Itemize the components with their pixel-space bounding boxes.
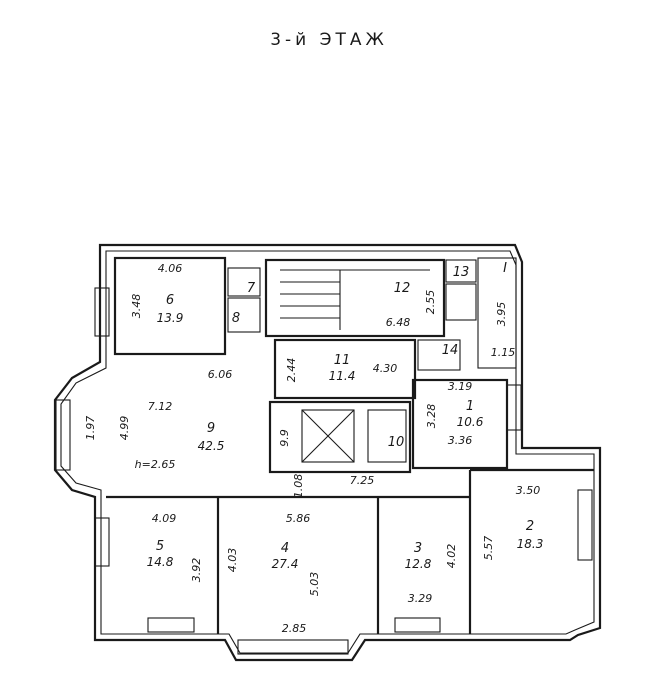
dim-label: 3.48	[130, 294, 143, 319]
dim-label: h=2.65	[135, 458, 176, 471]
room-8-number: 8	[232, 311, 240, 326]
room-4-area: 27.4	[272, 557, 299, 571]
dim-label: 3.92	[190, 558, 203, 583]
dim-label: 3.19	[448, 380, 473, 393]
dim-label: 2.85	[282, 622, 307, 635]
dim-label: 7.12	[148, 400, 173, 413]
room-5-area: 14.8	[147, 555, 174, 569]
dim-label: 4.99	[118, 416, 131, 441]
dim-label: 2.55	[424, 290, 437, 315]
dim-label: 4.06	[158, 262, 183, 275]
dim-label: 5.57	[482, 536, 495, 561]
dim-label: 5.86	[286, 512, 311, 525]
dim-label: 4.30	[373, 362, 398, 375]
room-4-number: 4	[281, 541, 289, 556]
dim-label: 3.28	[425, 404, 438, 429]
dim-label: 4.03	[226, 548, 239, 573]
dim-label: 7.25	[350, 474, 375, 487]
room-12-number: 12	[394, 281, 411, 296]
dim-label: 3.50	[516, 484, 541, 497]
room-1-area: 10.6	[457, 415, 484, 429]
dim-label: 6.06	[208, 368, 233, 381]
dim-label: 1.97	[84, 416, 97, 441]
room-2-number: 2	[526, 519, 534, 534]
dim-label: 4.09	[152, 512, 177, 525]
dim-label: 6.48	[386, 316, 411, 329]
dim-label: 3.29	[408, 592, 433, 605]
dim-label: 1.08	[292, 474, 305, 499]
dim-label: 4.02	[445, 544, 458, 569]
room-13-number: 13	[453, 265, 470, 280]
outer-walls	[53, 243, 602, 662]
dim-label: 3.95	[495, 302, 508, 327]
room-11-area: 11.4	[329, 369, 356, 383]
room-7-number: 7	[247, 281, 256, 296]
dim-label: 2.44	[285, 358, 298, 383]
windows	[55, 287, 593, 655]
room-I-number: I	[503, 261, 507, 276]
room-2-area: 18.3	[517, 537, 544, 551]
room-11-number: 11	[334, 353, 351, 368]
floor-title: 3-й ЭТАЖ	[270, 30, 388, 50]
dim-label: 1.15	[491, 346, 516, 359]
room-labels: 6 13.9 7 8 12 13 I 11 11.4 14 1 10.6 9 4…	[147, 261, 544, 571]
room-5-number: 5	[156, 539, 164, 554]
room-6-number: 6	[166, 293, 174, 308]
dim-label: 5.03	[308, 572, 321, 597]
room-10-number: 10	[388, 435, 405, 450]
room-9-number: 9	[207, 421, 215, 436]
room-3-area: 12.8	[405, 557, 432, 571]
interior-walls	[106, 256, 594, 634]
room-6-area: 13.9	[157, 311, 184, 325]
dim-label: 9.9	[278, 429, 291, 447]
dim-label: 3.36	[448, 434, 473, 447]
room-3-number: 3	[414, 541, 422, 556]
room-14-number: 14	[442, 343, 459, 358]
room-1-number: 1	[466, 399, 474, 414]
room-9-area: 42.5	[198, 439, 225, 453]
dimension-labels: 4.06 3.48 6.48 2.55 3.95 1.15 2.44 4.30 …	[84, 262, 540, 635]
